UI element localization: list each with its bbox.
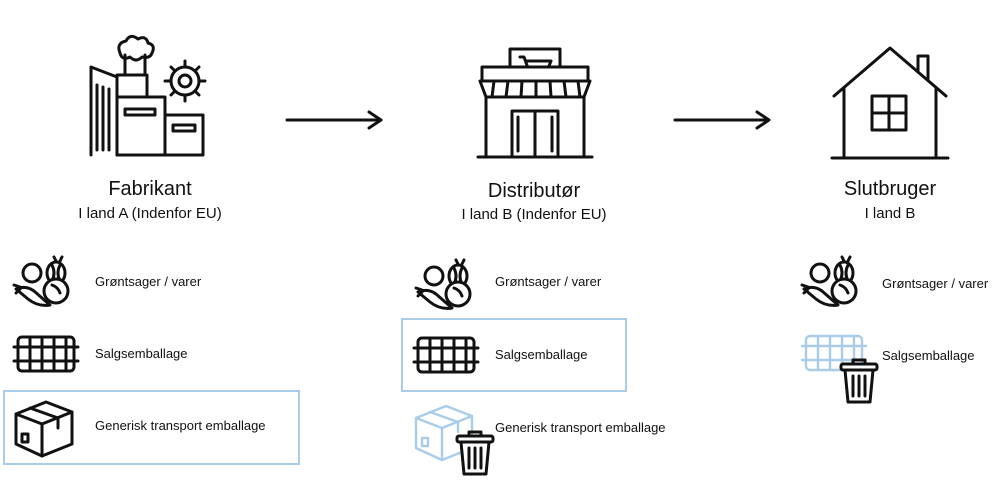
vegetables-icon [12,255,74,307]
crate-icon [800,332,868,374]
label-sales-packaging: Salgsemballage [95,346,188,361]
label-produce: Grøntsager / varer [882,276,989,291]
highlight-box [3,390,300,465]
label-sales-packaging: Salgsemballage [495,347,588,362]
crate-icon [12,333,80,375]
store-icon [476,45,594,163]
vegetables-icon [414,258,476,310]
label-produce: Grøntsager / varer [495,274,602,289]
house-icon [830,44,950,162]
label-sales-packaging: Salgsemballage [882,348,975,363]
arrow-right-icon [285,110,385,130]
actor-title-fabrikant: Fabrikant [108,178,192,200]
trash-icon [838,356,880,406]
label-produce: Grøntsager / varer [95,274,202,289]
label-transport-packaging: Generisk transport emballage [95,418,266,433]
actor-subtitle-fabrikant: I land A (Indenfor EU) [78,205,222,222]
vegetables-icon [800,255,862,307]
box-icon [12,396,76,460]
highlight-box [401,318,627,392]
actor-title-slutbruger: Slutbruger [843,178,937,200]
factory-icon [85,34,215,160]
actor-subtitle-distributor: I land B (Indenfor EU) [461,206,607,223]
crate-icon [412,334,480,376]
actor-subtitle-slutbruger: I land B [864,205,916,222]
label-transport-packaging: Generisk transport emballage [495,420,666,435]
arrow-right-icon [673,110,773,130]
trash-icon [454,428,496,478]
box-icon [412,400,476,464]
actor-title-distributor: Distributør [487,180,581,202]
